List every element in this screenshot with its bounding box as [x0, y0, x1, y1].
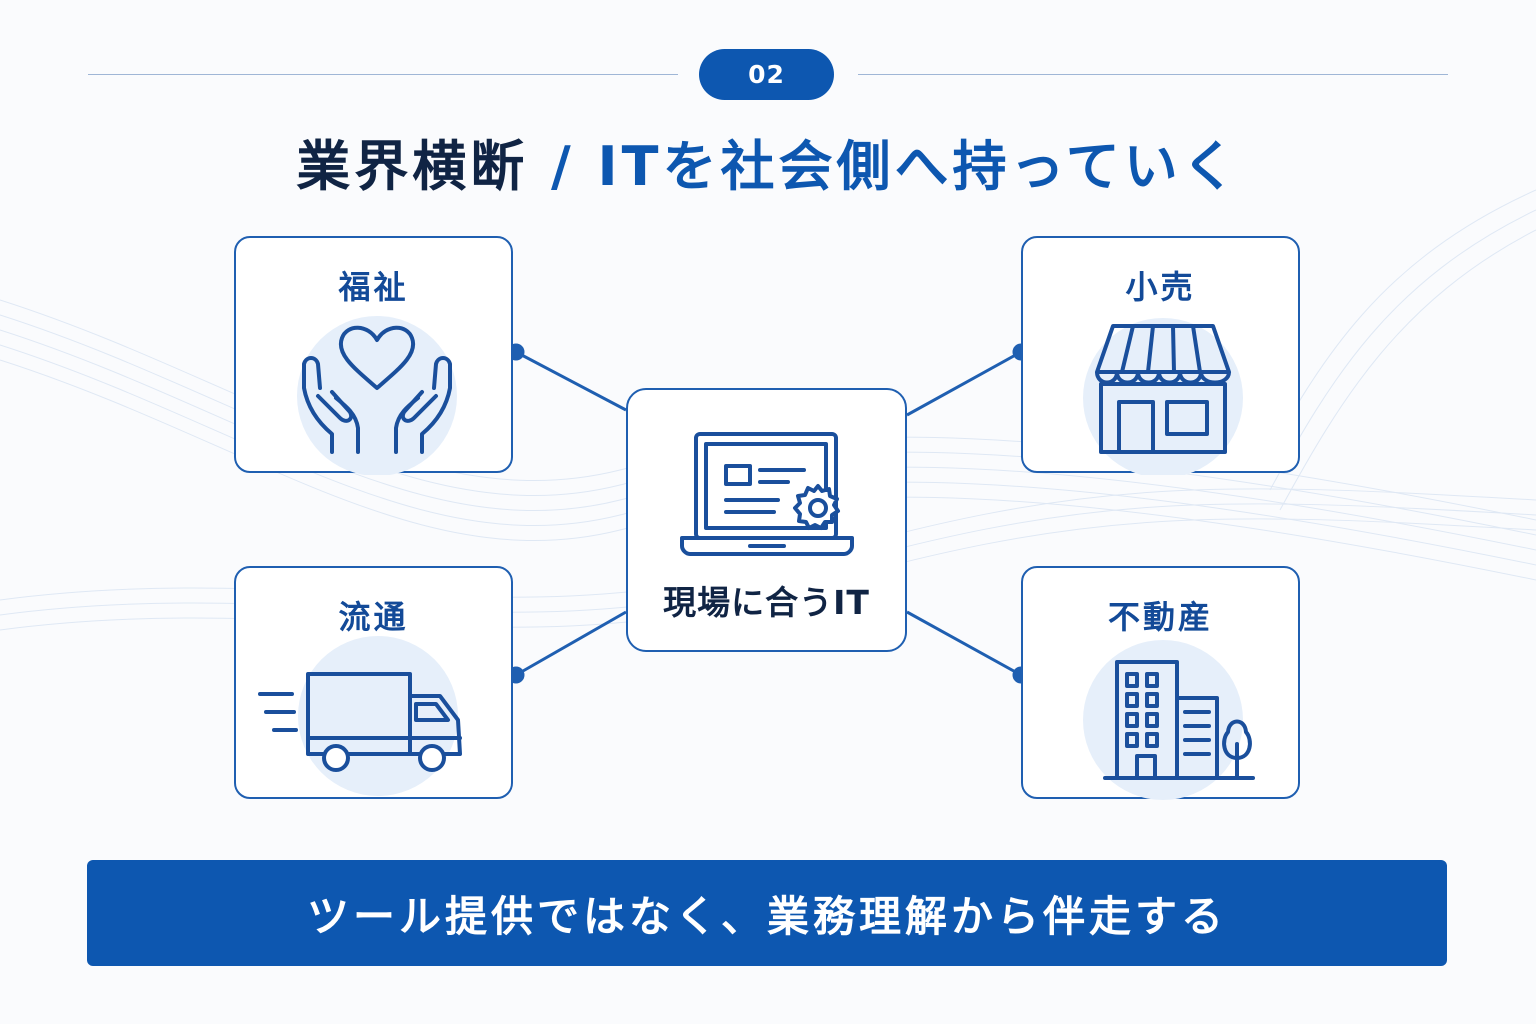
- storefront-icon: [1083, 318, 1243, 475]
- title-part-it: / ITを社会側へ持っていく: [528, 135, 1240, 198]
- hands-heart-icon: [297, 316, 457, 475]
- card-label-realestate: 不動産: [1107, 598, 1213, 636]
- card-logistics: 流通: [234, 566, 513, 799]
- page-title: 業界横断 / ITを社会側へ持っていく: [0, 122, 1536, 201]
- message-banner: ツール提供ではなく、業務理解から伴走する: [87, 860, 1447, 966]
- card-label-logistics: 流通: [338, 598, 409, 636]
- banner-text: ツール提供ではなく、業務理解から伴走する: [306, 891, 1227, 941]
- center-hub-card: 現場に合うIT: [626, 388, 907, 652]
- delivery-truck-icon: [258, 636, 462, 796]
- header-rule-right: [858, 74, 1448, 75]
- center-hub-label: 現場に合うIT: [663, 583, 870, 622]
- card-label-welfare: 福祉: [338, 268, 409, 306]
- card-retail: 小売: [1021, 236, 1300, 475]
- card-label-retail: 小売: [1125, 268, 1196, 306]
- building-icon: [1083, 640, 1255, 800]
- section-number-badge: 02: [699, 49, 834, 100]
- card-realestate: 不動産: [1021, 566, 1300, 800]
- card-welfare: 福祉: [234, 236, 513, 475]
- header-rule-left: [88, 74, 678, 75]
- laptop-gear-icon: [680, 432, 854, 556]
- title-part-industry: 業界横断: [296, 135, 529, 198]
